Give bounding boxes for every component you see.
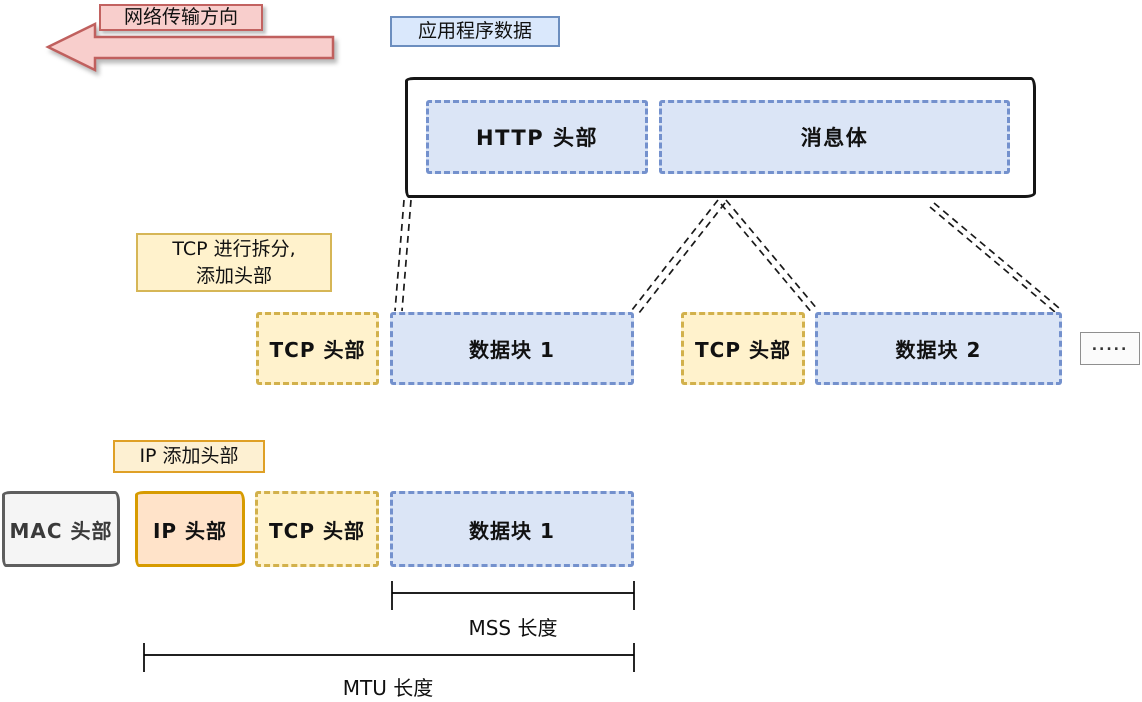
app-data-box: HTTP 头部 消息体 — [405, 77, 1036, 198]
left-arrow-icon — [45, 21, 335, 73]
tcp-header-box-1: TCP 头部 — [256, 312, 379, 385]
mtu-measure-line — [143, 643, 635, 672]
ip-add-header-label: IP 添加头部 — [113, 440, 265, 473]
data-block-1-box: 数据块 1 — [390, 312, 634, 385]
data-block-1-bottom-box: 数据块 1 — [390, 491, 634, 567]
transmission-direction-label: 网络传输方向 — [99, 4, 263, 31]
mss-length-label: MSS 长度 — [468, 615, 558, 640]
data-block-2-box: 数据块 2 — [815, 312, 1062, 385]
message-body-box: 消息体 — [659, 100, 1010, 174]
mtu-length-label: MTU 长度 — [342, 675, 434, 700]
more-segments-ellipsis: ..... — [1080, 332, 1140, 365]
http-header-box: HTTP 头部 — [426, 100, 648, 174]
tcp-header-box-2: TCP 头部 — [681, 312, 805, 385]
tcp-split-label: TCP 进行拆分, 添加头部 — [136, 233, 332, 292]
tcp-header-box-3: TCP 头部 — [255, 491, 379, 567]
mac-header-box: MAC 头部 — [2, 491, 120, 567]
app-data-label: 应用程序数据 — [390, 16, 560, 47]
ip-header-box: IP 头部 — [135, 491, 245, 567]
mss-measure-line — [391, 581, 635, 610]
